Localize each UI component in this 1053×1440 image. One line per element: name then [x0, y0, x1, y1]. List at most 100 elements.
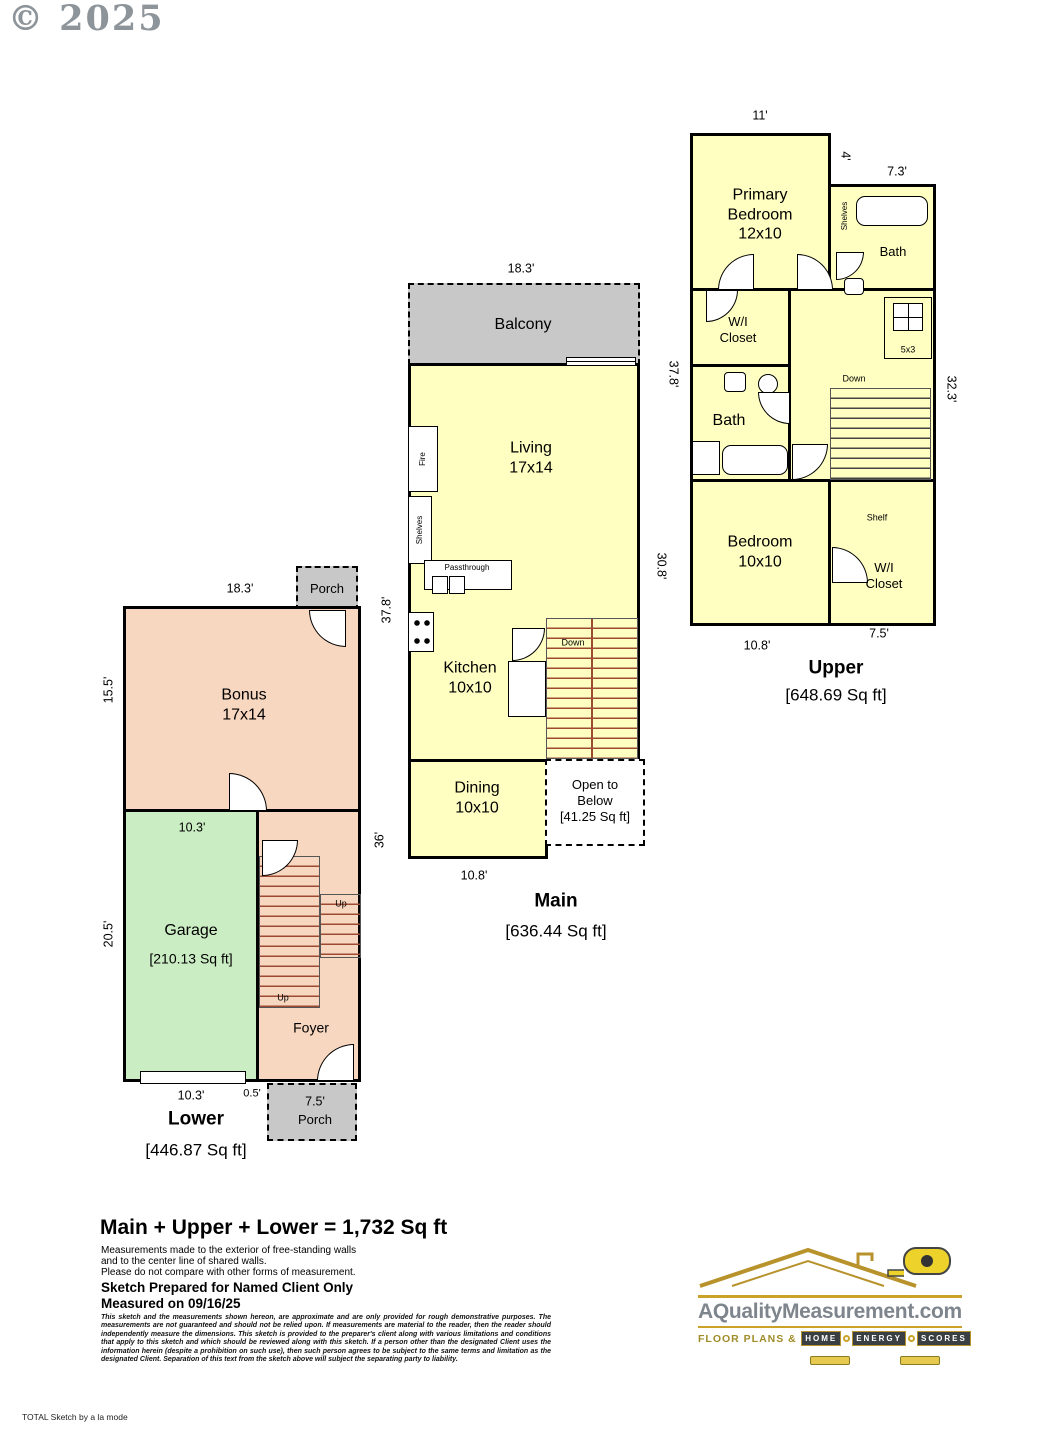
label-garage: Garage [164, 922, 218, 940]
badge-home: HOME [801, 1331, 842, 1347]
dim-main-right-top: 37.8' [666, 360, 681, 388]
tape-ring-icon [843, 1335, 851, 1343]
dim-main-bottom: 10.8' [460, 868, 488, 883]
measurement-note-2: and to the center line of shared walls. [101, 1256, 267, 1267]
label-garage-area: [210.13 Sq ft] [149, 950, 233, 967]
toilet-icon [724, 372, 746, 392]
label-passthrough: Passthrough [444, 563, 490, 573]
badge-scores: SCORES [917, 1331, 971, 1347]
upper-area: [648.69 Sq ft] [785, 685, 887, 705]
dim-upper-bath-top: 7.3' [887, 164, 907, 179]
dim-upper-top: 11' [752, 108, 768, 123]
main-area: [636.44 Sq ft] [505, 921, 607, 941]
dim-lower-bottom-mid: 0.5' [243, 1087, 261, 1100]
measured-on-line: Measured on 09/16/25 [101, 1296, 241, 1311]
logo-small-tag [810, 1356, 850, 1365]
sliding-door-icon [566, 357, 636, 366]
garage-door-icon [140, 1071, 246, 1084]
toilet-icon [844, 278, 864, 295]
label-porch-top: Porch [310, 581, 344, 597]
sink-icon [432, 576, 448, 594]
dim-upper-bottom-left: 10.8' [743, 638, 771, 653]
label-bath-1: Bath [879, 244, 907, 260]
label-dining: Dining 10x10 [454, 779, 500, 816]
refrigerator-icon [508, 661, 546, 717]
label-living: Living 17x14 [509, 439, 553, 476]
label-wi-closet-1: W/I Closet [719, 314, 757, 345]
measurement-note-1: Measurements made to the exterior of fre… [101, 1245, 357, 1256]
dim-lower-left-top: 15.5' [101, 676, 116, 704]
stairs-lower-2 [320, 894, 361, 958]
fireplace-icon [408, 426, 438, 492]
label-up-2: Up [277, 992, 289, 1003]
label-bedroom: Bedroom 10x10 [727, 533, 793, 570]
label-fire: Fire [418, 452, 428, 466]
stairs-main [546, 618, 638, 759]
dim-main-top: 18.3' [507, 261, 535, 276]
shelving-icon [893, 303, 923, 331]
label-shelf: Shelf [866, 512, 888, 523]
label-shelves-main: Shelves [415, 515, 425, 545]
dim-main-left-top: 37.8' [379, 596, 394, 624]
badge-energy: ENERGY [852, 1331, 906, 1347]
lower-title: Lower [168, 1108, 224, 1130]
tape-ring-icon [908, 1335, 915, 1343]
dim-main-left-bottom: 36' [372, 831, 387, 849]
label-up-1: Up [335, 898, 347, 909]
room-garage [123, 809, 259, 1082]
bathtub-icon [856, 196, 928, 226]
porch-bottom [267, 1083, 357, 1141]
sink-icon [758, 374, 778, 394]
dim-upper-right: 32.3' [944, 375, 959, 403]
prepared-for-line: Sketch Prepared for Named Client Only [101, 1280, 354, 1295]
label-closet-5x3: 5x3 [900, 344, 916, 355]
label-primary-bedroom: Primary Bedroom 12x10 [727, 186, 793, 243]
label-down-upper: Down [842, 373, 866, 384]
measurement-note-3: Please do not compare with other forms o… [101, 1267, 356, 1278]
stove-icon [408, 612, 434, 652]
logo-house-icon [699, 1247, 951, 1288]
floor-plans-label: FLOOR PLANS & [698, 1332, 797, 1345]
stairs-down-icon [830, 388, 931, 480]
label-porch-bottom: Porch [298, 1112, 332, 1128]
label-bath-2: Bath [712, 412, 746, 430]
open-to-below-box [545, 759, 645, 846]
dim-lower-top: 18.3' [226, 581, 254, 596]
dim-lower-bottom-right: 7.5' [305, 1094, 325, 1109]
logo-brand: AQualityMeasurement.com [698, 1299, 962, 1323]
label-foyer: Foyer [293, 1019, 329, 1036]
dim-garage-width: 10.3' [178, 820, 206, 835]
gold-rule-top [698, 1295, 962, 1298]
label-down-main: Down [561, 637, 585, 648]
label-balcony: Balcony [494, 316, 552, 334]
footer-credit: TOTAL Sketch by a la mode [22, 1412, 128, 1422]
shelves-niche [408, 496, 432, 564]
logo-tagline-row: FLOOR PLANS & HOME ENERGY SCORES [698, 1330, 971, 1348]
bathtub-icon [722, 445, 788, 475]
sink-icon [449, 576, 465, 594]
label-shelves-upper: Shelves [840, 201, 850, 231]
room-primary-bedroom [690, 133, 831, 291]
room-bedroom [690, 479, 831, 626]
company-logo: AQualityMeasurement.com FLOOR PLANS & HO… [698, 1240, 971, 1370]
stairs-lower-1 [259, 856, 320, 1008]
logo-tag-row [810, 1352, 962, 1370]
lower-area: [446.87 Sq ft] [145, 1140, 247, 1160]
upper-title: Upper [808, 657, 864, 679]
disclaimer-text: This sketch and the measurements shown h… [101, 1314, 551, 1363]
dim-main-right-bottom: 30.8' [654, 552, 669, 580]
dim-lower-bottom-left: 10.3' [177, 1088, 205, 1103]
total-area-heading: Main + Upper + Lower = 1,732 Sq ft [100, 1216, 448, 1239]
dim-lower-left-bottom: 20.5' [101, 920, 116, 948]
copyright-watermark: © 2025 [8, 0, 165, 39]
label-bonus: Bonus 17x14 [221, 686, 267, 723]
dim-upper-right-top: 4' [838, 151, 853, 161]
main-title: Main [534, 890, 578, 912]
balcony [408, 283, 640, 365]
dim-upper-bottom-right: 7.5' [869, 626, 889, 641]
logo-small-tag [900, 1356, 941, 1365]
label-kitchen: Kitchen 10x10 [443, 659, 497, 696]
shower-icon [692, 441, 720, 475]
label-wi-closet-2: W/I Closet [865, 560, 903, 591]
